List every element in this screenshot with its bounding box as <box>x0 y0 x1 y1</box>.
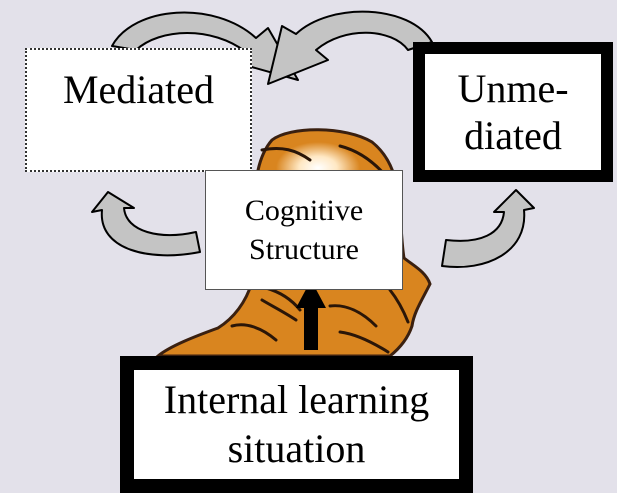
mediated-box: Mediated <box>25 48 252 172</box>
up-arrow <box>296 280 326 350</box>
cognitive-structure-box: Cognitive Structure <box>205 170 403 290</box>
cognitive-label-line2: Structure <box>249 233 359 266</box>
curved-arrow-left <box>91 191 201 257</box>
unmediated-label-line2: diated <box>464 113 562 158</box>
internal-label-line1: Internal learning <box>163 376 430 422</box>
unmediated-label-line1: Unme- <box>457 65 569 111</box>
internal-learning-box: Internal learning situation <box>120 356 473 493</box>
internal-label-line2: situation <box>227 425 366 471</box>
curved-arrow-right <box>441 189 535 268</box>
cognitive-label-line1: Cognitive <box>244 194 364 227</box>
unmediated-box: Unme- diated <box>413 42 613 182</box>
curved-arrow-top-right <box>267 10 433 85</box>
mediated-label: Mediated <box>62 67 215 112</box>
